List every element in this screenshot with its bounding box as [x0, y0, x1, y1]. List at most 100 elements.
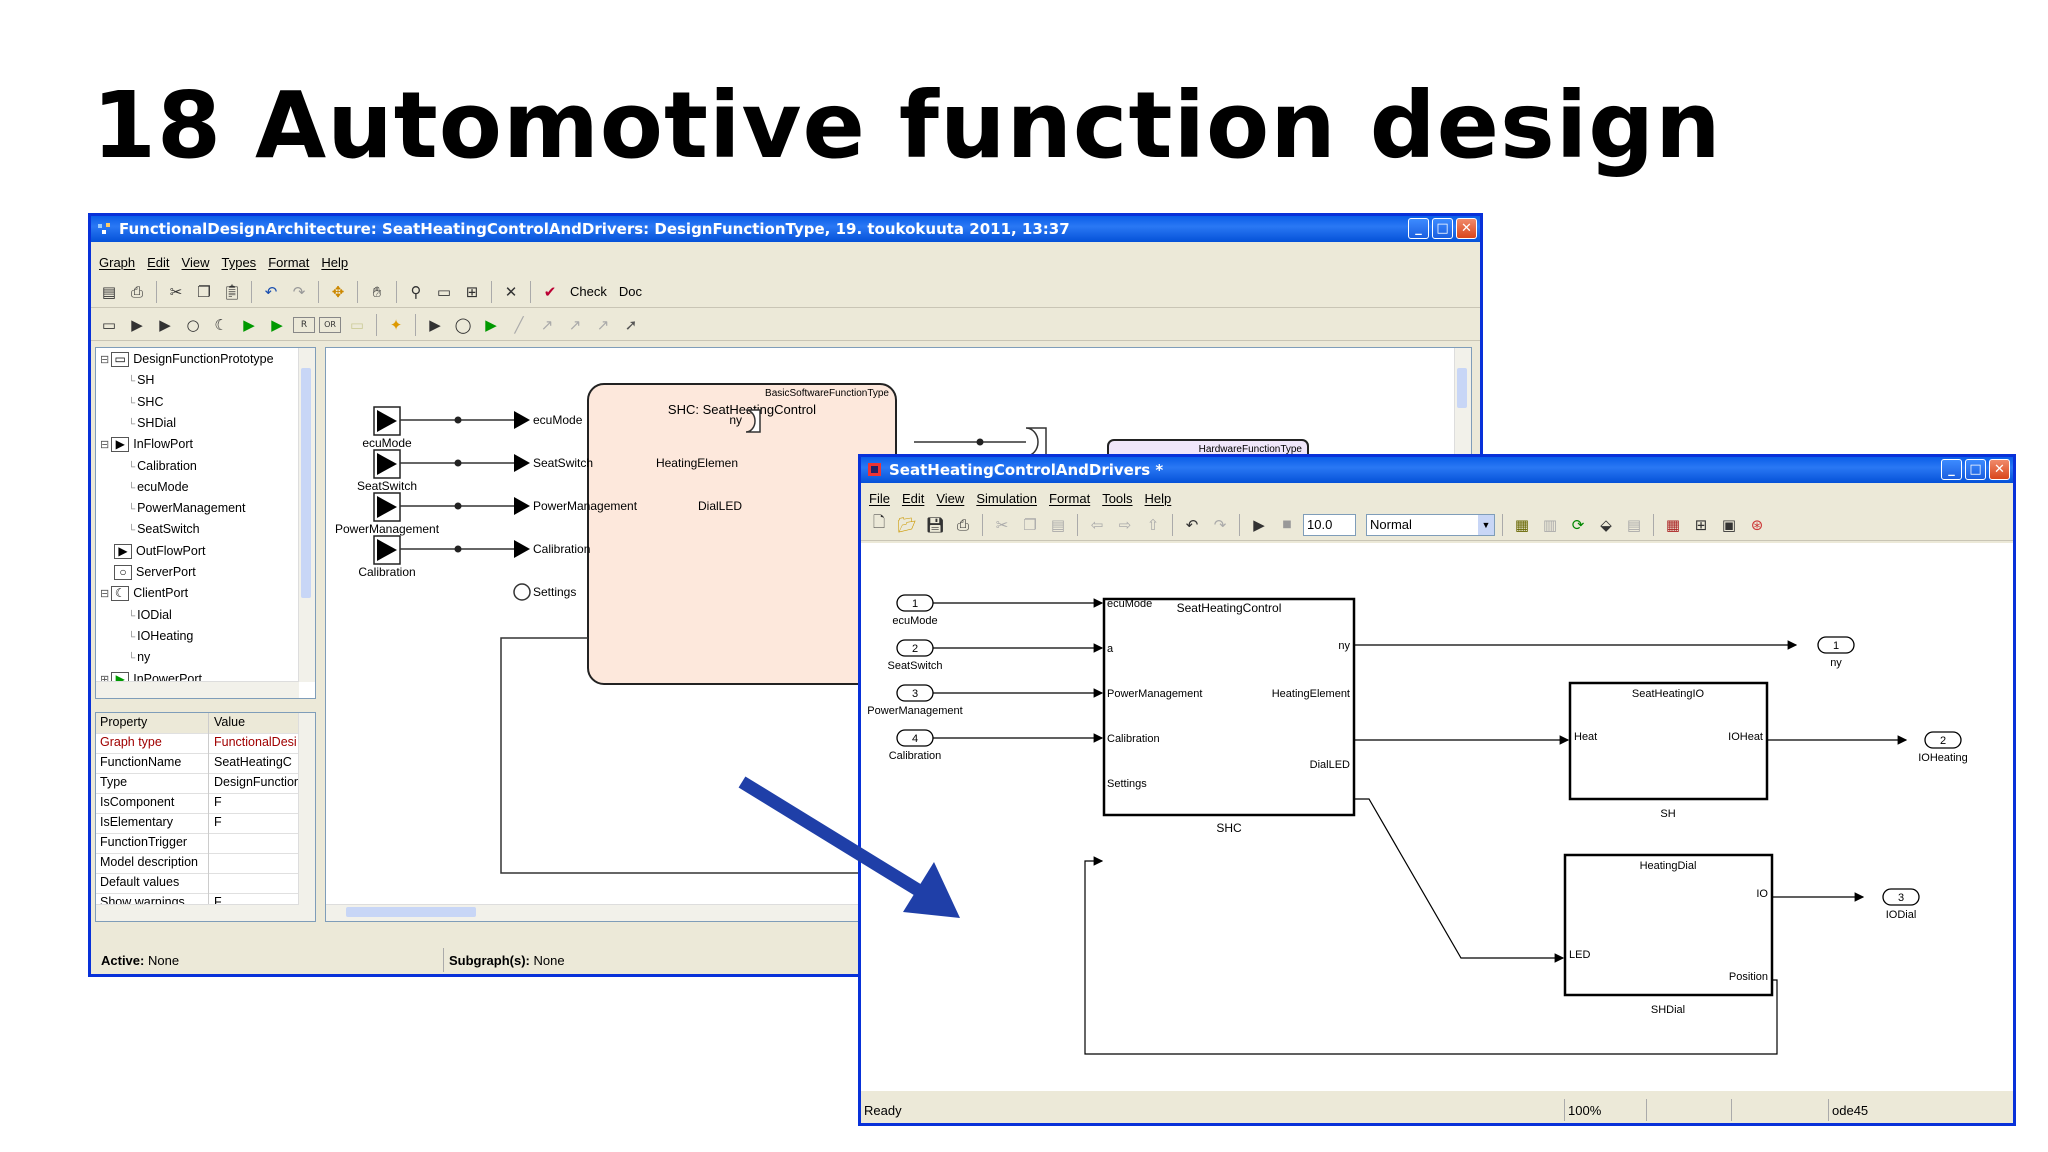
sh-subsystem[interactable]	[1568, 681, 1769, 801]
fit-view-icon[interactable]: ⊞	[465, 282, 479, 301]
menu2-file[interactable]: File	[869, 490, 890, 506]
menu-view[interactable]: View	[181, 254, 210, 270]
expander-icon[interactable]: ⊟	[100, 354, 110, 366]
close-button-2[interactable]: ✕	[1989, 459, 2010, 480]
green-port-tool-icon[interactable]: ▶	[485, 315, 497, 334]
ny-client-port[interactable]	[1025, 427, 1047, 457]
menu2-simulation[interactable]: Simulation	[976, 490, 1038, 506]
minimize-button[interactable]: _	[1408, 218, 1429, 239]
tree-item[interactable]: └SH	[128, 373, 155, 388]
outport-block[interactable]	[1924, 731, 1962, 749]
tree-item[interactable]: └Calibration	[128, 458, 197, 473]
tree-item[interactable]: ▶OutFlowPort	[100, 543, 205, 559]
pan-hand-icon[interactable]: ✋︎	[372, 282, 382, 301]
circle-port-tool-icon[interactable]: ◯	[454, 315, 472, 334]
check-icon[interactable]: ✔	[543, 282, 557, 301]
menu-format[interactable]: Format	[268, 254, 310, 270]
close-button[interactable]: ✕	[1456, 218, 1477, 239]
minimize-button-2[interactable]: _	[1941, 459, 1962, 480]
copy-icon[interactable]: ❐	[197, 282, 211, 301]
explorer-disabled-icon[interactable]: ▤	[1626, 515, 1642, 534]
cut-icon[interactable]: ✂	[169, 282, 183, 301]
up-icon[interactable]: ⇧	[1146, 515, 1160, 534]
expander-icon[interactable]: ⊞	[100, 673, 110, 686]
property-row[interactable]: FunctionTrigger	[96, 833, 299, 854]
build-icon[interactable]: ▥	[1542, 515, 1558, 534]
inflow-port-tool-icon[interactable]: ▶	[131, 315, 143, 334]
new-model-icon[interactable]: 🗋︎	[872, 513, 886, 531]
ny-port-icon[interactable]	[745, 409, 761, 433]
save-icon[interactable]: 💾︎	[925, 515, 945, 534]
tree-item[interactable]: └ny	[128, 650, 151, 665]
update-icon[interactable]: ⟳	[1571, 515, 1585, 534]
property-row[interactable]: Model description	[96, 853, 299, 874]
power-out-tool-icon[interactable]: ▶	[271, 315, 283, 334]
undo-icon-2[interactable]: ↶	[1185, 515, 1199, 534]
port-triangle-icon[interactable]	[514, 454, 530, 472]
server-port-tool-icon[interactable]: ○	[186, 315, 200, 334]
library-icon[interactable]: ⬙	[1600, 515, 1612, 534]
outflow-port-tool-icon[interactable]: ▶	[159, 315, 171, 334]
port-triangle-icon[interactable]	[514, 497, 530, 515]
tree-item[interactable]: └IODial	[128, 607, 172, 622]
tree-item[interactable]: └SHC	[128, 394, 164, 409]
tree-hscrollbar[interactable]	[96, 681, 299, 698]
menu2-edit[interactable]: Edit	[901, 490, 925, 506]
doc-button[interactable]: Doc	[618, 284, 642, 299]
paste-icon-2[interactable]: ▤	[1050, 515, 1066, 534]
back-icon[interactable]: ⇦	[1090, 515, 1104, 534]
tree-item[interactable]: ○ServerPort	[100, 565, 196, 580]
tree-item[interactable]: ⊟▭DesignFunctionPrototype	[100, 352, 274, 367]
property-scrollbar[interactable]	[298, 713, 315, 921]
model-tree[interactable]: ⊟▭DesignFunctionPrototype └SH └SHC └SHDial ⊟…	[95, 347, 316, 699]
menu2-tools[interactable]: Tools	[1102, 490, 1133, 506]
tree-scrollbar[interactable]	[298, 348, 315, 682]
copy-icon-2[interactable]: ❐	[1023, 515, 1037, 534]
shdial-subsystem[interactable]	[1563, 853, 1774, 997]
print-icon-2[interactable]: ⎙	[956, 515, 969, 534]
zoom-icon[interactable]: ⚲	[410, 282, 422, 301]
settings-port-icon[interactable]	[513, 583, 531, 601]
delete-icon[interactable]: ✕	[504, 282, 518, 301]
tree-item[interactable]: └SHDial	[128, 415, 176, 430]
tree-item[interactable]: └PowerManagement	[128, 501, 246, 516]
maximize-button[interactable]: □	[1432, 218, 1453, 239]
arrow-tool-2-icon[interactable]: ↗	[568, 315, 582, 334]
help-icon[interactable]: ⊛	[1750, 515, 1764, 534]
model-explorer-icon[interactable]: ⊞	[1694, 515, 1708, 534]
line-tool-icon[interactable]: ╱	[514, 315, 524, 334]
debugger-icon[interactable]: ▣	[1721, 515, 1737, 534]
open-icon[interactable]: 📂︎	[897, 515, 917, 534]
arrow-tool-4-icon[interactable]: ➚	[624, 315, 638, 334]
run-icon[interactable]: ▶	[1253, 515, 1265, 534]
stop-icon[interactable]: ■	[1282, 519, 1292, 530]
arrow-tool-3-icon[interactable]: ↗	[596, 315, 610, 334]
menu-types[interactable]: Types	[221, 254, 257, 270]
or-tool-button[interactable]: OR	[319, 316, 341, 333]
window-titlebar-2[interactable]: SeatHeatingControlAndDrivers *	[861, 457, 2013, 483]
expander-icon[interactable]: ⊟	[100, 439, 110, 452]
port-triangle-icon[interactable]	[514, 411, 530, 429]
note-tool-icon[interactable]: ▭	[349, 315, 365, 334]
maximize-button-2[interactable]: □	[1965, 459, 1986, 480]
undo-icon[interactable]: ↶	[264, 282, 278, 301]
simulation-mode-select[interactable]: Normal ▼	[1366, 513, 1495, 536]
property-hscrollbar[interactable]	[96, 904, 299, 921]
chevron-down-icon[interactable]: ▼	[1478, 514, 1494, 535]
paste-icon[interactable]: 📋︎	[222, 282, 242, 301]
client-port-tool-icon[interactable]: ☾	[214, 315, 228, 334]
power-in-tool-icon[interactable]: ▶	[243, 315, 255, 334]
tree-item[interactable]: ⊟▶InFlowPort	[100, 437, 193, 453]
check-button[interactable]: Check	[570, 284, 607, 299]
move-icon[interactable]: ✥	[331, 282, 345, 301]
menu2-format[interactable]: Format	[1049, 490, 1091, 506]
property-row[interactable]: Default values	[96, 873, 299, 894]
print-icon[interactable]: ⎙	[130, 282, 143, 301]
expander-icon[interactable]: ⊟	[100, 588, 110, 601]
